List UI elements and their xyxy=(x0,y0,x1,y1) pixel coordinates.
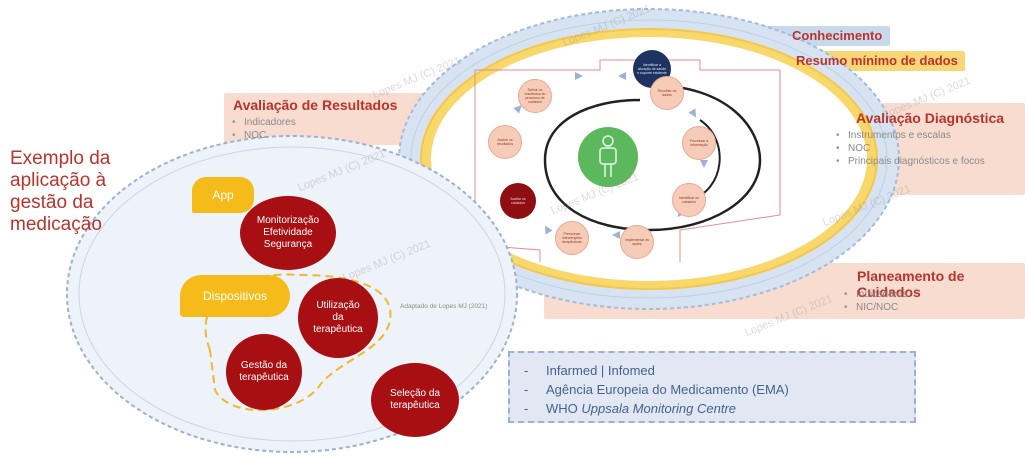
cycle-node-implementar: Implementar as ações xyxy=(620,225,654,259)
bubble-dispositivos-label: Dispositivos xyxy=(202,289,268,303)
arrow xyxy=(700,160,708,168)
cycle-node-definir: Definir os resultados do processo de cui… xyxy=(518,79,552,113)
arrow xyxy=(545,225,553,235)
list-item: Indicadores xyxy=(232,116,296,129)
list-item: NOC xyxy=(232,129,296,142)
list-item: Indicadores xyxy=(844,288,908,301)
cycle-node-prescrever: Prescrever intervenções terapêuticas xyxy=(555,221,589,255)
node-gestao: Gestão da terapêutica xyxy=(226,334,302,410)
list-item: Principais diagnósticos e focos xyxy=(836,155,985,168)
source-item: WHO Uppsala Monitoring Centre xyxy=(524,399,900,418)
node-text: terapêutica xyxy=(313,324,363,335)
bubble-app: App xyxy=(192,177,254,213)
bubble-app-label: App xyxy=(212,188,234,202)
label-conhecimento: Conhecimento xyxy=(792,28,883,43)
node-text: terapêutica xyxy=(390,400,440,411)
cycle-node-avaliar-resultados: Avaliar os resultados xyxy=(488,125,522,159)
sources-box: Infarmed | Infomed Agência Europeia do M… xyxy=(508,351,916,423)
arrow xyxy=(618,72,626,80)
side-title-line: Exemplo da xyxy=(10,148,111,169)
list-avaliacao-diagnostica: Instrumentos e escalas NOC Principais di… xyxy=(836,129,985,168)
arrow xyxy=(575,72,583,80)
patient-center xyxy=(578,127,638,187)
list-avaliacao-resultados: Indicadores NOC xyxy=(232,116,296,142)
title-avaliacao-diagnostica: Avaliação Diagnóstica xyxy=(856,110,1005,126)
red-frame-line xyxy=(475,59,781,262)
node-utilizacao: Utilização da terapêutica xyxy=(298,278,378,358)
list-item: Instrumentos e escalas xyxy=(836,129,985,142)
node-monitorizacao: Monitorização Efetividade Segurança xyxy=(240,196,336,270)
node-text: Gestão da xyxy=(240,360,288,371)
label-resumo: Resumo mínimo de dados xyxy=(796,53,958,68)
cycle-node-avaliar-cuidados: Avaliar os cuidados xyxy=(500,183,536,219)
list-item: NOC xyxy=(836,142,985,155)
source-item: Infarmed | Infomed xyxy=(524,361,900,380)
node-text: Seleção da xyxy=(389,388,441,399)
side-title-line: medicação xyxy=(10,214,102,235)
cycle-node-identificar: Identificar os cuidados xyxy=(672,183,706,217)
node-text: Utilização xyxy=(316,300,360,311)
list-item: NIC/NOC xyxy=(844,301,908,314)
side-title-line: aplicação à xyxy=(10,170,107,191)
node-text: terapêutica xyxy=(239,372,289,383)
adapted-note: Adaptado de Lopes MJ (2021) xyxy=(400,303,488,310)
side-title: Exemplo da aplicação à gestão da medicaç… xyxy=(10,148,110,236)
node-text: Segurança xyxy=(263,239,313,250)
node-text: da xyxy=(332,312,344,323)
arrow xyxy=(513,105,522,114)
list-planeamento: Indicadores NIC/NOC xyxy=(844,288,908,314)
arrow xyxy=(612,231,620,239)
source-item: Agência Europeia do Medicamento (EMA) xyxy=(524,380,900,399)
side-title-line: gestão da xyxy=(10,192,94,213)
node-text: Monitorização xyxy=(256,215,320,226)
bubble-dispositivos: Dispositivos xyxy=(180,275,290,317)
node-text: Efetividade xyxy=(263,227,313,238)
person-icon xyxy=(599,135,617,177)
title-avaliacao-resultados: Avaliação de Resultados xyxy=(233,97,398,113)
cycle-node-processar: Processar a informação xyxy=(682,126,716,160)
node-selecao: Seleção da terapêutica xyxy=(371,363,459,437)
cycle-node-recolher: Recolher os dados xyxy=(650,76,684,110)
arrow xyxy=(688,108,696,118)
